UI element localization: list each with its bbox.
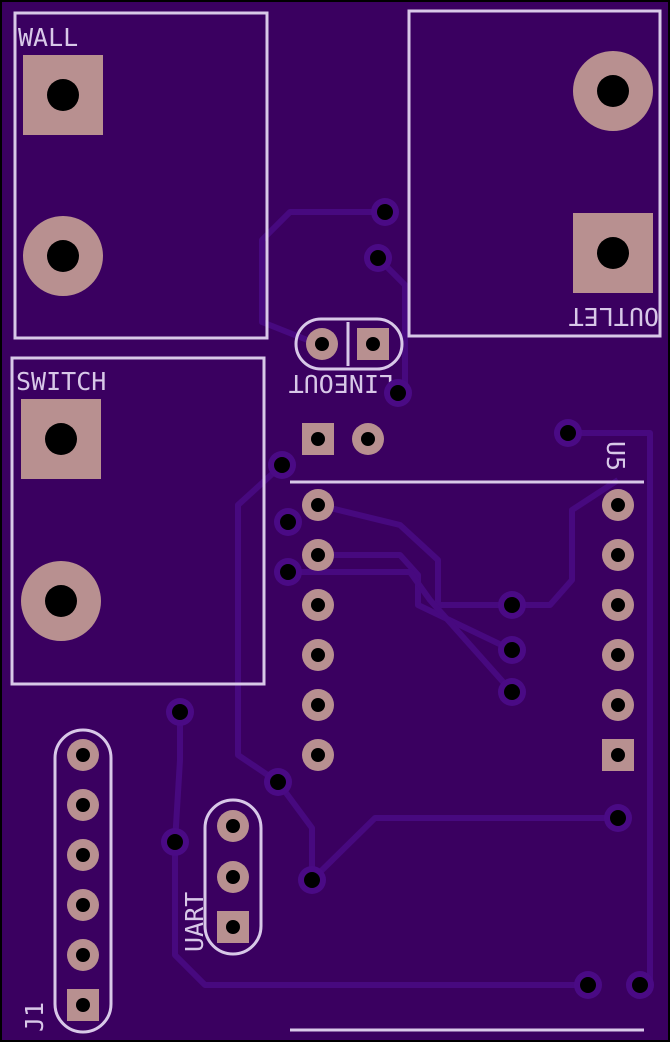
- uart-pin-3-drill: [226, 920, 240, 934]
- via-layer: [161, 198, 654, 999]
- via-5-drill: [280, 514, 296, 530]
- diode-pad-2-drill: [361, 432, 375, 446]
- wall-drill-2: [47, 240, 79, 272]
- u5-pin-left-5-drill: [311, 698, 325, 712]
- trace-10: [172, 712, 588, 988]
- trace-3: [317, 502, 512, 608]
- switch-drill-1: [45, 423, 77, 455]
- j1-pin-6-drill: [76, 998, 90, 1012]
- j1-pin-2-drill: [76, 798, 90, 812]
- outlet-label: OUTLET: [569, 302, 659, 331]
- u5-pin-left-6-drill: [311, 748, 325, 762]
- via-4-drill: [274, 457, 290, 473]
- uart-pin-1-drill: [226, 819, 240, 833]
- via-7-drill: [560, 425, 576, 441]
- trace-8: [235, 462, 315, 880]
- u5-pin-right-4-drill: [611, 648, 625, 662]
- silkscreen-layer: [10, 9, 662, 1034]
- j1-pin-5-drill: [76, 948, 90, 962]
- outlet-drill-2: [597, 237, 629, 269]
- uart-pin-2-drill: [226, 870, 240, 884]
- via-12-drill: [270, 774, 286, 790]
- u5-pin-right-3-drill: [611, 598, 625, 612]
- via-6-drill: [280, 564, 296, 580]
- terminal-pads: [21, 51, 653, 641]
- outlet-connector-outline: [407, 9, 662, 338]
- switch-connector-outline: [10, 356, 266, 686]
- j1-pin-1-drill: [76, 748, 90, 762]
- trace-5: [288, 569, 515, 694]
- via-11-drill: [172, 704, 188, 720]
- via-3-drill: [390, 385, 406, 401]
- u5-pin-left-1-drill: [311, 498, 325, 512]
- u5-pin-right-2-drill: [611, 548, 625, 562]
- j1-pin-4-drill: [76, 898, 90, 912]
- u5-label: U5: [601, 441, 630, 471]
- via-17-drill: [632, 977, 648, 993]
- u5-pin-right-6-drill: [611, 748, 625, 762]
- u5-pin-left-3-drill: [311, 598, 325, 612]
- u5-pin-left-2-drill: [311, 548, 325, 562]
- via-2-drill: [370, 250, 386, 266]
- wall-drill-1: [47, 79, 79, 111]
- via-1-drill: [377, 204, 393, 220]
- u5-pin-right-5-drill: [611, 698, 625, 712]
- switch-label: SWITCH: [16, 367, 106, 396]
- lineout-label: LINEOUT: [289, 369, 394, 398]
- via-14-drill: [304, 872, 320, 888]
- via-8-drill: [504, 597, 520, 613]
- lineout-pad-2-drill: [366, 337, 380, 351]
- via-10-drill: [504, 684, 520, 700]
- lineout-outline: [294, 317, 404, 371]
- diode-pad-1-drill: [311, 432, 325, 446]
- outlet-drill-1: [597, 75, 629, 107]
- switch-drill-2: [45, 585, 77, 617]
- trace-6: [512, 477, 620, 608]
- trace-layer: [172, 209, 653, 988]
- j1-header-outline: [53, 728, 113, 1034]
- j1-pin-3-drill: [76, 848, 90, 862]
- via-9-drill: [504, 642, 520, 658]
- u5-pin-left-4-drill: [311, 648, 325, 662]
- via-16-drill: [580, 977, 596, 993]
- u5-pin-right-1-drill: [611, 498, 625, 512]
- component-pads: [67, 328, 634, 1021]
- via-13-drill: [167, 834, 183, 850]
- uart-label: UART: [180, 892, 209, 952]
- silkscreen-labels: WALL SWITCH OUTLET LINEOUT U5 UART J1: [16, 23, 659, 1032]
- j1-label: J1: [20, 1002, 49, 1032]
- trace-7: [568, 430, 653, 985]
- wall-connector-outline: [13, 11, 269, 340]
- wall-label: WALL: [18, 23, 78, 52]
- trace-1: [259, 209, 385, 348]
- trace-9: [309, 815, 618, 883]
- lineout-pad-1-drill: [315, 337, 329, 351]
- uart-header-outline: [203, 798, 263, 956]
- via-15-drill: [610, 810, 626, 826]
